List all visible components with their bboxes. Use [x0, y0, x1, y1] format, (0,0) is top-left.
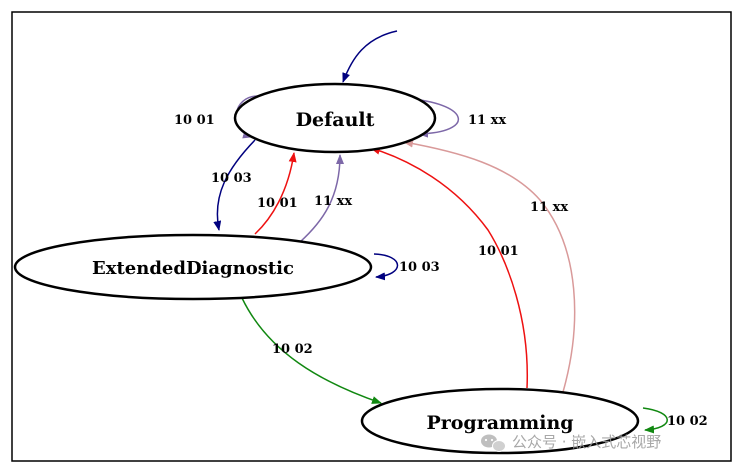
label-programming-self-1002: 10 02: [667, 414, 708, 429]
edge-programming-self-1002: [642, 407, 668, 434]
label-extended-to-default-1001: 10 01: [257, 196, 298, 211]
label-default-self-1001: 10 01: [174, 113, 215, 128]
node-default[interactable]: Default: [233, 82, 437, 154]
label-extended-self-1003: 10 03: [399, 260, 440, 275]
edge-extended-to-programming: [241, 297, 382, 404]
node-extended-label: ExtendedDiagnostic: [92, 258, 294, 279]
node-programming[interactable]: Programming: [360, 387, 640, 455]
label-default-to-extended: 10 03: [211, 171, 252, 186]
edge-extended-self-1003: [373, 253, 399, 281]
label-default-self-11xx: 11 xx: [468, 113, 506, 128]
edge-programming-to-default-11xx: [403, 139, 576, 393]
edge-default-to-extended: [213, 139, 256, 231]
label-extended-to-programming: 10 02: [272, 342, 313, 357]
node-programming-label: Programming: [426, 412, 573, 434]
edge-default-self-11xx: [411, 98, 459, 138]
edge-extended-to-default-11xx: [299, 154, 344, 243]
edge-programming-to-default-1001: [370, 146, 529, 389]
label-programming-to-default-1001: 10 01: [478, 244, 519, 259]
node-extended-diagnostic[interactable]: ExtendedDiagnostic: [13, 233, 373, 301]
watermark: 公众号 · 嵌入式芯视野: [481, 433, 661, 452]
wechat-icon: [481, 434, 506, 452]
initial-arrow: [342, 30, 398, 83]
label-programming-to-default-11xx: 11 xx: [530, 200, 568, 215]
label-extended-to-default-11xx: 11 xx: [314, 194, 352, 209]
node-default-label: Default: [296, 109, 375, 131]
edge-extended-to-default-1001: [254, 152, 297, 235]
watermark-text: 公众号 · 嵌入式芯视野: [512, 433, 661, 451]
